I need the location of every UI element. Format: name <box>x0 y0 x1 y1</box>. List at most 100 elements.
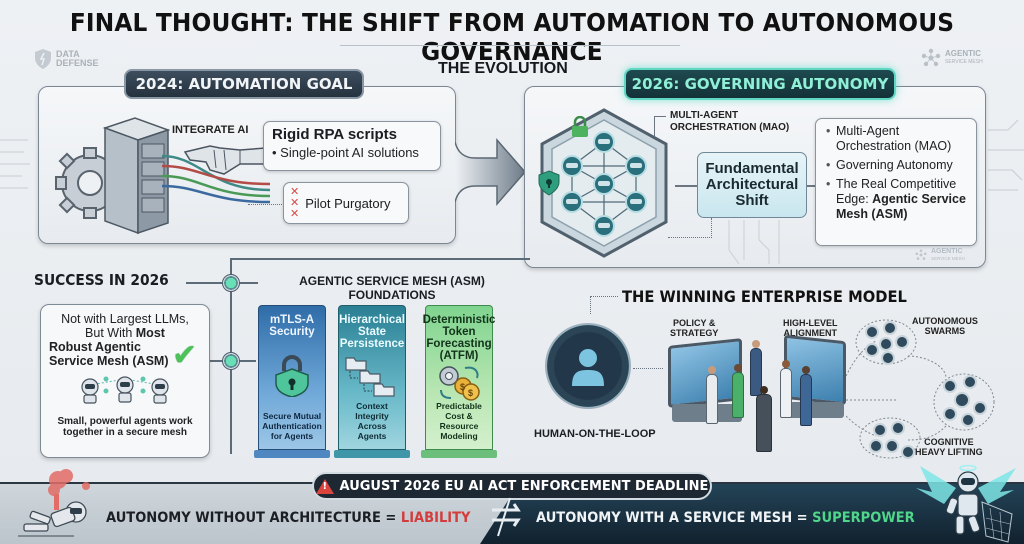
warning-icon <box>315 478 334 494</box>
pillar-title: mTLS-A Security <box>269 314 315 338</box>
dotted-connector <box>633 368 663 369</box>
broken-robot-icon <box>18 469 90 537</box>
success-line3: Robust Agentic <box>49 340 141 354</box>
success-title: SUCCESS IN 2026 <box>34 271 169 289</box>
winged-robot-icon <box>916 464 1016 543</box>
integrate-ai-label: INTEGRATE AI <box>172 124 249 136</box>
mao-label: MULTI-AGENT ORCHESTRATION (MAO) <box>670 110 789 134</box>
circuit-decoration-icon <box>988 119 1024 191</box>
timeline-node <box>222 274 240 292</box>
callout-bullet: • Single-point AI solutions <box>272 145 419 160</box>
liability-statement: AUTONOMY WITHOUT ARCHITECTURE = LIABILIT… <box>106 510 470 526</box>
padlock-shield-icon <box>275 354 309 397</box>
callout-bullet-text: Single-point AI solutions <box>280 145 419 160</box>
deadline-text: AUGUST 2026 EU AI ACT ENFORCEMENT DEADLI… <box>339 478 709 494</box>
liability-emphasis: LIABILITY <box>400 510 471 526</box>
logo-line2: SERVICE MESH <box>945 59 983 65</box>
circuit-trace-icon <box>728 220 780 264</box>
agent-robot-icon <box>561 131 647 237</box>
pillar-hierarchical-state: Hierarchical State Persistence Context I… <box>338 305 406 450</box>
box-to-list-connector <box>806 185 816 187</box>
timeline-node <box>222 352 240 370</box>
page-title: FINAL THOUGHT: THE SHIFT FROM AUTOMATION… <box>69 8 955 66</box>
success-footer-line2: together in a secure mesh <box>63 427 187 438</box>
agent-trio-icon <box>81 376 169 404</box>
success-title-connector <box>186 282 222 284</box>
mao-label-line1: MULTI-AGENT <box>670 110 739 121</box>
badge-2024-automation-goal: 2024: AUTOMATION GOAL <box>124 69 364 99</box>
human-on-the-loop-avatar <box>545 323 631 409</box>
console-base <box>788 402 844 418</box>
agent-mesh-hexagon <box>540 108 668 258</box>
shift-line3: Shift <box>735 192 769 209</box>
dashboard-screen-icon <box>668 338 742 408</box>
pillar-base <box>254 450 330 458</box>
mao-label-line2: ORCHESTRATION (MAO) <box>670 122 790 133</box>
liability-prefix: AUTONOMY WITHOUT ARCHITECTURE = <box>106 510 401 526</box>
pilot-purgatory-label: Pilot Purgatory <box>305 195 391 211</box>
shift-line2: Architectural <box>705 176 799 193</box>
success-line1: Not with Largest LLMs, <box>61 312 189 326</box>
pillar-base <box>421 450 497 458</box>
winning-model-title: THE WINNING ENTERPRISE MODEL <box>622 287 907 306</box>
gears-coins-icon: $$ <box>439 366 480 401</box>
timeline-branch <box>238 282 258 284</box>
section-label-evolution: THE EVOLUTION <box>438 60 568 77</box>
superpower-prefix: AUTONOMY WITH A SERVICE MESH = <box>536 510 813 526</box>
pillar-footer: Predictable Cost & Resource Modeling <box>436 401 482 441</box>
eu-ai-act-deadline-banner: AUGUST 2026 EU AI ACT ENFORCEMENT DEADLI… <box>312 472 712 500</box>
logo-line2: DEFENSE <box>56 58 99 68</box>
agent-swarms-illustration <box>846 319 995 459</box>
network-nodes-icon <box>921 48 941 67</box>
transition-arrow-icon <box>492 497 521 537</box>
svg-text:$: $ <box>460 382 465 392</box>
dotted-connector <box>248 204 282 205</box>
superpower-emphasis: SUPERPOWER <box>812 510 915 526</box>
timeline-top-line <box>230 258 530 260</box>
robot-hand-icon <box>183 145 266 175</box>
success-line4: Service Mesh (ASM) <box>49 354 169 368</box>
logo-line1: AGENTIC <box>945 49 981 58</box>
pillar-footer: Secure Mutual Authentication for Agents <box>262 411 322 441</box>
pillar-footer: Context Integrity Across Agents <box>355 401 389 441</box>
bullet-governing-autonomy: Governing Autonomy <box>826 158 970 173</box>
callout-rigid-rpa: Rigid RPA scripts • Single-point AI solu… <box>263 121 441 171</box>
success-footer-line1: Small, powerful agents work <box>57 416 193 427</box>
shield-icon <box>35 49 51 69</box>
folders-icon <box>345 356 395 397</box>
circuit-decoration-icon <box>0 139 30 189</box>
agent-robot-icon <box>865 321 987 459</box>
checkmark-icon: ✔ <box>172 339 198 372</box>
svg-text:$: $ <box>468 388 473 398</box>
governance-bullets: Multi-Agent Orchestration (MAO) Governin… <box>815 118 977 246</box>
person-icon <box>572 349 604 386</box>
pillar-title: Hierarchical State Persistence <box>339 314 405 350</box>
pillar-base <box>334 450 410 458</box>
cables-icon <box>161 154 271 204</box>
dashboard-screen-icon <box>784 334 846 406</box>
callout-pilot-purgatory: ✕✕✕ Pilot Purgatory <box>283 182 409 224</box>
logo-line1: DATA <box>56 49 80 59</box>
x-marks-icon: ✕✕✕ <box>290 185 300 220</box>
policy-strategy-label: POLICY &STRATEGY <box>670 318 719 338</box>
asm-title-line1: AGENTIC SERVICE MESH (ASM) <box>299 274 485 288</box>
fundamental-shift-box: Fundamental Architectural Shift <box>697 152 807 218</box>
asm-title-line2: FOUNDATIONS <box>348 288 436 302</box>
badge-2026-governing-autonomy: 2026: GOVERNING AUTONOMY <box>624 68 896 100</box>
pillar-title: Deterministic Token Forecasting (ATFM) <box>422 314 496 362</box>
dotted-connector <box>668 218 712 238</box>
padlock-icon <box>572 116 588 137</box>
asm-foundations-title: AGENTIC SERVICE MESH (ASM) FOUNDATIONS <box>262 274 522 302</box>
server-gear-illustration <box>55 117 170 235</box>
callout-title: Rigid RPA scripts <box>272 126 398 143</box>
human-on-the-loop-label: HUMAN-ON-THE-LOOP <box>534 428 656 440</box>
dotted-connector <box>590 296 618 314</box>
network-nodes-icon <box>915 249 927 260</box>
bullet-mao: Multi-Agent Orchestration (MAO) <box>826 124 970 154</box>
